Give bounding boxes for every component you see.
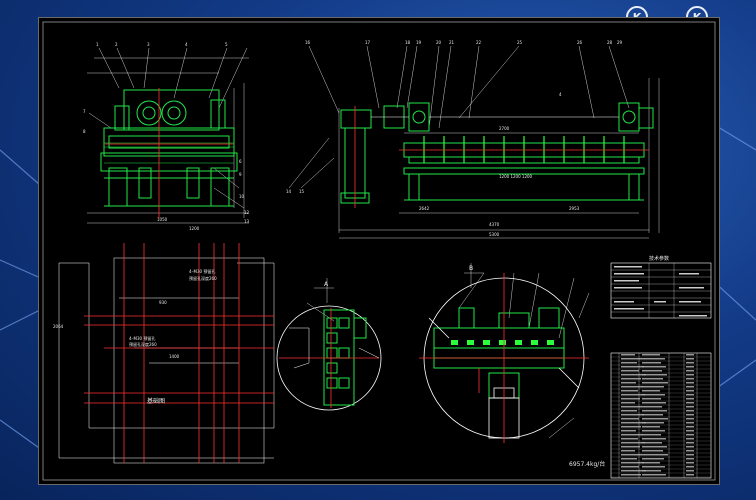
svg-text:4: 4 xyxy=(185,42,188,47)
parts-list-table xyxy=(610,352,712,479)
svg-text:1050: 1050 xyxy=(157,217,168,222)
svg-text:2953: 2953 xyxy=(569,206,580,211)
svg-text:预留孔深度260: 预留孔深度260 xyxy=(189,275,217,281)
svg-text:15: 15 xyxy=(299,189,305,194)
svg-text:预留孔深度260: 预留孔深度260 xyxy=(129,341,157,347)
tech-parameter-table: 技术参数 xyxy=(610,255,712,319)
svg-text:4–M30 预留孔: 4–M30 预留孔 xyxy=(129,335,155,341)
svg-text:16: 16 xyxy=(305,40,311,45)
foundation-plan: 4–M30 预留孔 预留孔深度260 4–M30 预留孔 预留孔深度260 93… xyxy=(53,243,275,464)
svg-text:4370: 4370 xyxy=(489,222,500,227)
svg-text:6: 6 xyxy=(239,159,242,164)
svg-text:25: 25 xyxy=(517,40,523,45)
svg-text:3: 3 xyxy=(147,42,150,47)
svg-text:4: 4 xyxy=(559,92,562,97)
svg-text:1200: 1200 xyxy=(189,226,200,231)
svg-text:13: 13 xyxy=(244,219,250,224)
svg-text:1400: 1400 xyxy=(169,354,180,359)
svg-text:2642: 2642 xyxy=(419,206,430,211)
svg-text:2700: 2700 xyxy=(499,126,510,131)
svg-text:1: 1 xyxy=(96,42,99,47)
svg-text:5300: 5300 xyxy=(489,232,500,237)
svg-text:2: 2 xyxy=(115,42,118,47)
weight-label: 6957.4kg/台 xyxy=(569,460,605,468)
svg-text:12: 12 xyxy=(244,210,250,215)
svg-text:9: 9 xyxy=(239,172,242,177)
svg-text:19: 19 xyxy=(416,40,422,45)
svg-text:18: 18 xyxy=(405,40,411,45)
svg-text:14: 14 xyxy=(286,189,292,194)
svg-text:4–M30 预留孔: 4–M30 预留孔 xyxy=(189,268,215,274)
section-view-a: A xyxy=(276,278,382,411)
svg-text:20: 20 xyxy=(436,40,442,45)
svg-text:29: 29 xyxy=(617,40,623,45)
foundation-label: 基础图 xyxy=(147,397,165,405)
section-a-label: A xyxy=(324,281,329,288)
svg-text:2064: 2064 xyxy=(53,324,64,329)
svg-text:21: 21 xyxy=(449,40,455,45)
side-view: 16 17 18 19 20 21 22 25 26 28 29 14 15 2700 120… xyxy=(286,40,660,239)
svg-text:10: 10 xyxy=(239,194,245,199)
section-view-b: B xyxy=(419,263,590,443)
svg-text:1200 1200 1200: 1200 1200 1200 xyxy=(499,174,533,179)
svg-text:22: 22 xyxy=(476,40,482,45)
tech-table-title: 技术参数 xyxy=(649,255,669,262)
svg-text:17: 17 xyxy=(365,40,371,45)
svg-text:7: 7 xyxy=(83,109,86,114)
svg-text:930: 930 xyxy=(159,300,167,305)
svg-text:5: 5 xyxy=(225,42,228,47)
svg-text:8: 8 xyxy=(83,129,86,134)
svg-text:28: 28 xyxy=(607,40,613,45)
svg-text:26: 26 xyxy=(577,40,583,45)
